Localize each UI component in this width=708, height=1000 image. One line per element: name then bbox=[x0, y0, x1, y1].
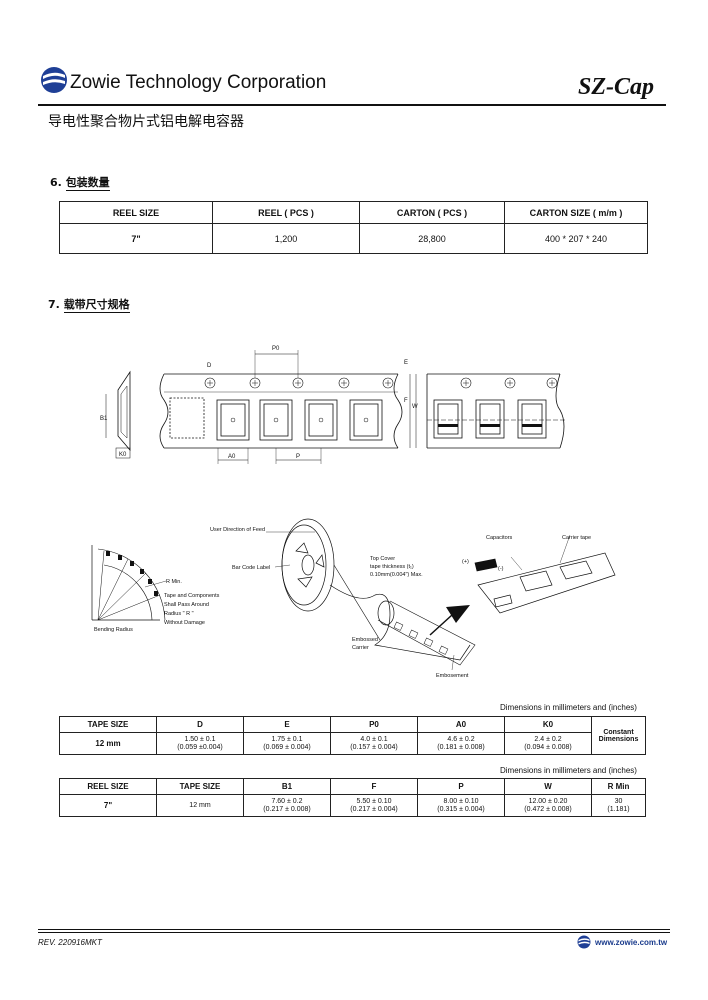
zowie-small-logo-icon bbox=[577, 935, 591, 949]
section-7-number: 7. bbox=[48, 298, 60, 311]
zowie-logo-icon bbox=[41, 67, 67, 93]
label-w: W bbox=[412, 404, 418, 410]
table-header-row: TAPE SIZE D E P0 A0 K0 Constant Dimensio… bbox=[59, 716, 646, 755]
header-cell: B1 bbox=[243, 778, 331, 795]
table-cell: 1.75 ± 0.1(0.069 ± 0.004) bbox=[243, 732, 331, 755]
label-e: E bbox=[404, 360, 408, 366]
label-minus: (-) bbox=[498, 566, 504, 572]
label-capacitors: Capacitors bbox=[486, 535, 513, 541]
table-row: 7" 12 mm 7.60 ± 0.2(0.217 ± 0.008) 5.50 … bbox=[59, 794, 646, 817]
label-d: D bbox=[207, 363, 212, 369]
reel-illustration: R Min. Tape and Components Shall Pass Ar… bbox=[91, 518, 616, 679]
website-link[interactable]: www.zowie.com.tw bbox=[595, 938, 668, 947]
header-cell: TAPE SIZE bbox=[156, 778, 244, 795]
packing-quantity-table: REEL SIZE REEL ( PCS ) CARTON ( PCS ) CA… bbox=[59, 201, 648, 254]
table-cell: 7" bbox=[59, 223, 213, 254]
label-tape-components-4: Without Damage bbox=[164, 620, 205, 626]
dimensions-note-1: Dimensions in millimeters and (inches) bbox=[500, 703, 637, 712]
label-embosement: Embosement bbox=[436, 673, 469, 679]
table-header-row: REEL SIZE REEL ( PCS ) CARTON ( PCS ) CA… bbox=[59, 201, 648, 224]
header-cell: CARTON SIZE ( m/m ) bbox=[504, 201, 648, 224]
label-user-feed: User Direction of Feed bbox=[210, 527, 265, 533]
header-cell: R Min bbox=[591, 778, 646, 795]
label-k0: K0 bbox=[119, 452, 127, 458]
table-cell: 1,200 bbox=[212, 223, 360, 254]
table-cell: 7" bbox=[59, 794, 157, 817]
table-cell: 2.4 ± 0.2(0.094 ± 0.008) bbox=[504, 732, 592, 755]
table-cell: 400 * 207 * 240 bbox=[504, 223, 648, 254]
label-f: F bbox=[404, 398, 408, 404]
header-cell: P0 bbox=[330, 716, 418, 733]
section-7-heading: 7. 载带尺寸规格 bbox=[48, 296, 130, 313]
table-cell: 12.00 ± 0.20(0.472 ± 0.008) bbox=[504, 794, 592, 817]
table-cell: 8.00 ± 0.10(0.315 ± 0.004) bbox=[417, 794, 505, 817]
header-cell: W bbox=[504, 778, 592, 795]
label-r-min: R Min. bbox=[166, 579, 182, 585]
label-top-cover-2: tape thickness (t₁) bbox=[370, 564, 414, 570]
label-embossed-2: Carrier bbox=[352, 645, 369, 651]
label-tape-components-2: Shall Pass Around bbox=[164, 602, 209, 608]
table-cell: 12 mm bbox=[59, 732, 157, 755]
label-b1: B1 bbox=[100, 416, 108, 422]
table-cell: 28,800 bbox=[359, 223, 505, 254]
footer-divider-2 bbox=[38, 932, 670, 933]
label-bar-code: Bar Code Label bbox=[232, 565, 270, 571]
label-bending-radius: Bending Radius bbox=[94, 627, 133, 633]
product-title: 导电性聚合物片式铝电解电容器 bbox=[48, 114, 244, 130]
label-p0: P0 bbox=[272, 346, 280, 352]
label-tape-components-1: Tape and Components bbox=[164, 593, 220, 599]
label-carrier-tape: Carrier tape bbox=[562, 535, 591, 541]
revision-label: REV. 220916MKT bbox=[38, 938, 102, 947]
table-cell: 4.0 ± 0.1(0.157 ± 0.004) bbox=[330, 732, 418, 755]
section-6-number: 6. bbox=[50, 176, 62, 189]
table-cell: 30(1.181) bbox=[591, 794, 646, 817]
footer-divider bbox=[38, 929, 670, 930]
dimensions-note-2: Dimensions in millimeters and (inches) bbox=[500, 766, 637, 775]
section-7-title: 载带尺寸规格 bbox=[63, 298, 130, 313]
table-cell: 7.60 ± 0.2(0.217 ± 0.008) bbox=[243, 794, 331, 817]
company-name: Zowie Technology Corporation bbox=[70, 72, 327, 93]
header-cell: A0 bbox=[417, 716, 505, 733]
table-cell: 12 mm bbox=[156, 794, 244, 817]
label-a0: A0 bbox=[228, 454, 236, 460]
label-p: P bbox=[296, 454, 300, 460]
label-top-cover-1: Top Cover bbox=[370, 556, 395, 562]
label-tape-components-3: Radius " R " bbox=[164, 611, 194, 617]
header-cell: Constant Dimensions bbox=[591, 716, 646, 755]
header-cell: CARTON ( PCS ) bbox=[359, 201, 505, 224]
section-6-title: 包装数量 bbox=[65, 176, 110, 191]
header-cell: REEL SIZE bbox=[59, 201, 213, 224]
header-cell: REEL ( PCS ) bbox=[212, 201, 360, 224]
table-cell: 1.50 ± 0.1(0.059 ±0.004) bbox=[156, 732, 244, 755]
table-row: 7" 1,200 28,800 400 * 207 * 240 bbox=[59, 223, 648, 254]
table-header-row: REEL SIZE TAPE SIZE B1 F P W R Min bbox=[59, 778, 646, 795]
header-cell: P bbox=[417, 778, 505, 795]
header-cell: E bbox=[243, 716, 331, 733]
header-cell: REEL SIZE bbox=[59, 778, 157, 795]
table-cell: 4.6 ± 0.2(0.181 ± 0.008) bbox=[417, 732, 505, 755]
header-cell: TAPE SIZE bbox=[59, 716, 157, 733]
tape-dimensions-table: TAPE SIZE D E P0 A0 K0 Constant Dimensio… bbox=[59, 716, 646, 755]
header-cell: K0 bbox=[504, 716, 592, 733]
header-cell: F bbox=[330, 778, 418, 795]
header-divider bbox=[38, 104, 666, 106]
label-embossed-1: Embossed bbox=[352, 637, 378, 643]
label-top-cover-3: 0.10mm(0.004") Max. bbox=[370, 572, 423, 578]
carrier-tape-drawing: B1 K0 P0 D A0 P E F W bbox=[100, 346, 565, 464]
table-cell: 5.50 ± 0.10(0.217 ± 0.004) bbox=[330, 794, 418, 817]
label-plus: (+) bbox=[462, 559, 469, 565]
brand-logo: SZ-Cap bbox=[578, 74, 655, 100]
reel-dimensions-table: REEL SIZE TAPE SIZE B1 F P W R Min 7" 12… bbox=[59, 778, 646, 817]
table-row: 12 mm 1.50 ± 0.1(0.059 ±0.004) 1.75 ± 0.… bbox=[59, 732, 646, 755]
header-cell: D bbox=[156, 716, 244, 733]
section-6-heading: 6. 包装数量 bbox=[50, 174, 110, 191]
